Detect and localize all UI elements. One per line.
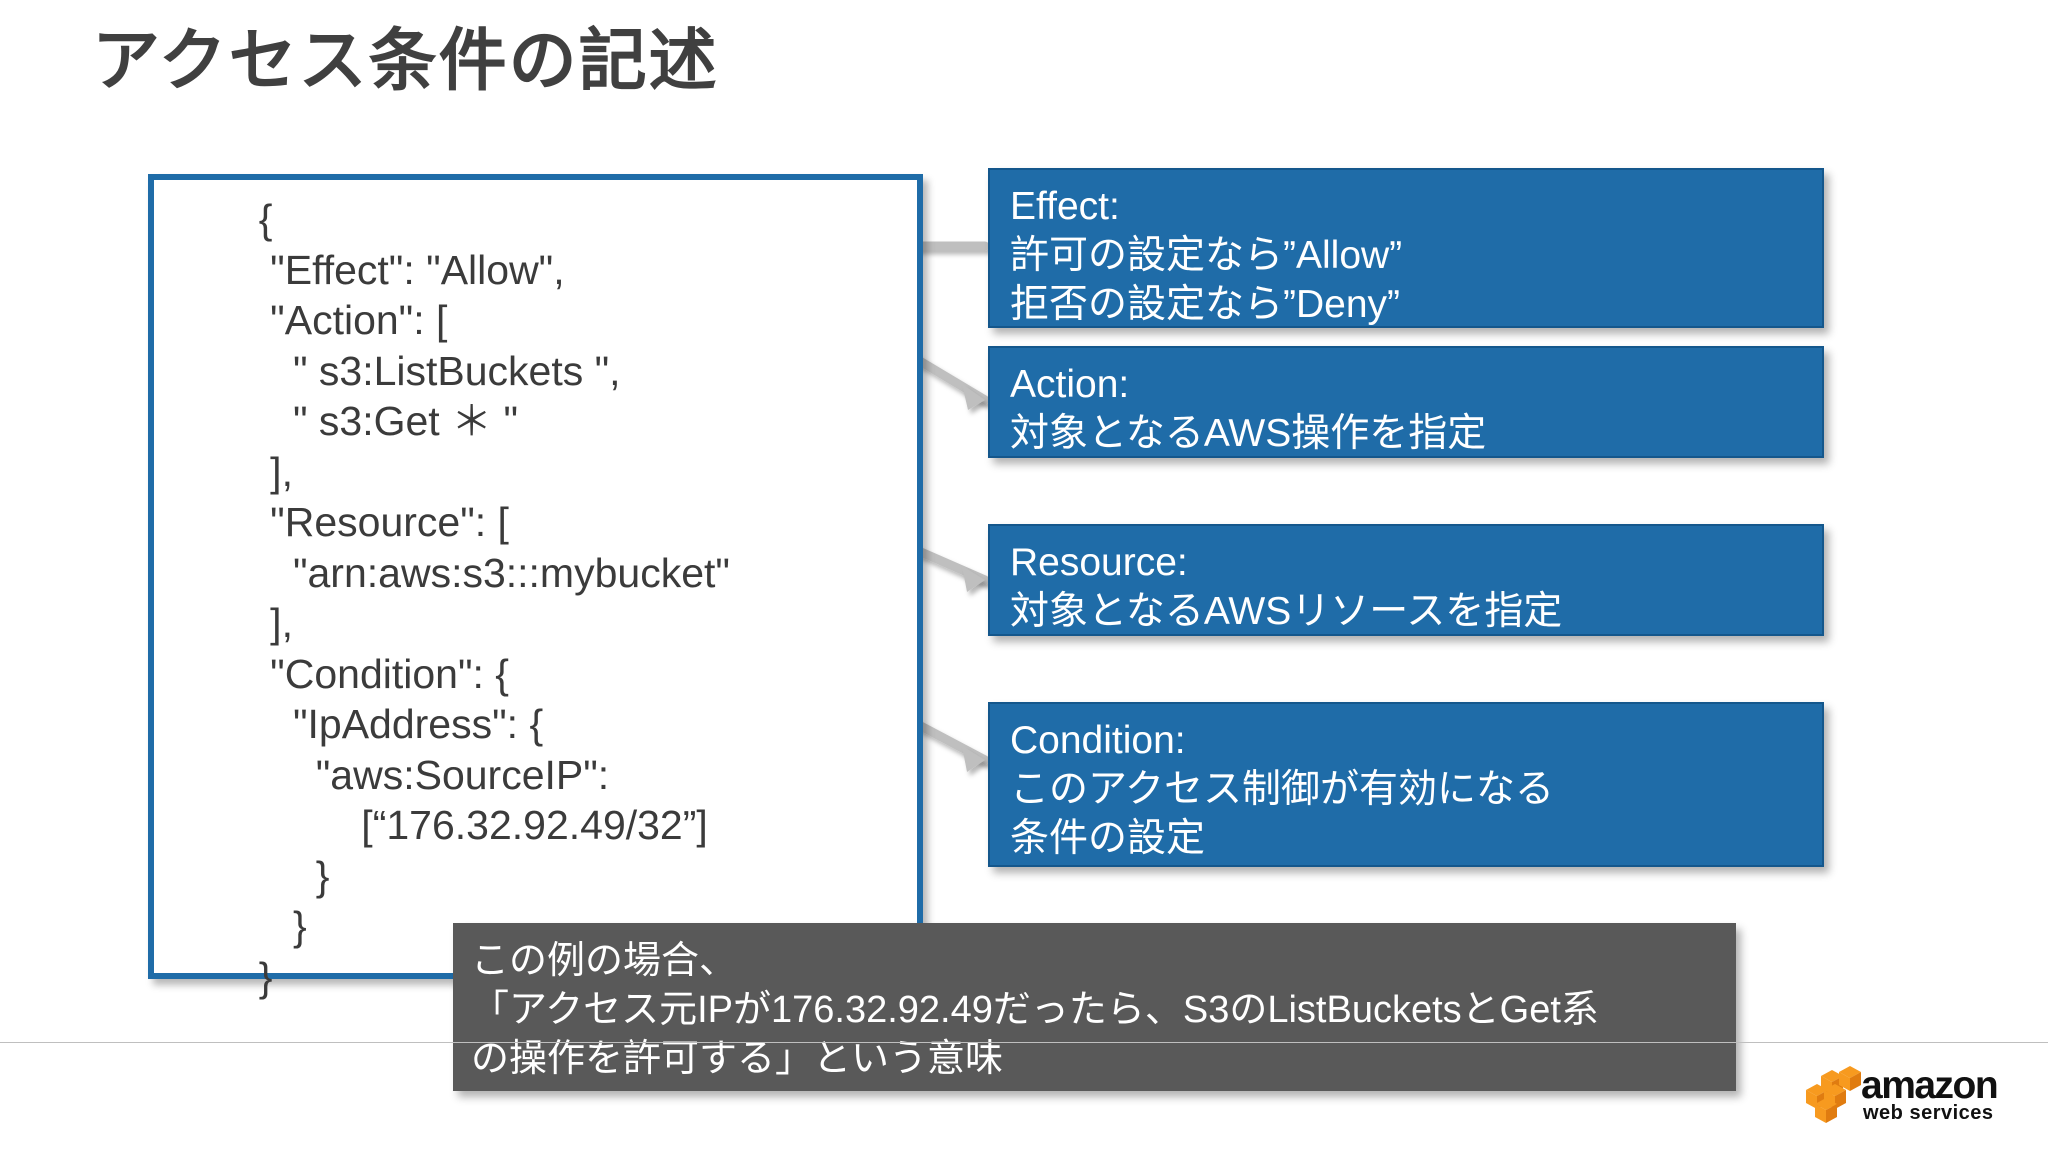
callout-condition-line-2: 条件の設定 [1010,817,1206,860]
aws-logo-subtext: web services [1863,1102,1994,1124]
page-title: アクセス条件の記述 [92,23,719,99]
code-line: } [236,953,273,1000]
aws-cubes-icon [1806,1066,1861,1123]
callout-condition-line-1: このアクセス制御が有効になる [1010,768,1555,811]
policy-json-text: { "Effect": "Allow", "Action": [ " s3:Li… [236,194,730,1002]
policy-code-panel: { "Effect": "Allow", "Action": [ " s3:Li… [148,174,923,1000]
callout-effect-line-1: 許可の設定なら”Allow” [1010,234,1403,277]
code-line: } [236,852,330,899]
code-line: "Effect": "Allow", [236,246,565,293]
code-line: ], [236,600,293,646]
code-line: "arn:aws:s3:::mybucket" [236,549,730,596]
callout-condition-title: Condition: [1010,719,1186,762]
callout-action: Action: 対象となるAWS操作を指定 [988,346,1824,458]
callout-resource-line-1: 対象となるAWSリソースを指定 [1010,590,1563,633]
code-line: " s3:ListBuckets ", [236,347,621,394]
code-line: [“176.32.92.49/32”] [236,802,708,848]
footer-divider [0,1042,2048,1043]
code-line: "Condition": { [236,650,509,697]
summary-line-1: この例の場合、 [471,940,738,982]
callout-condition: Condition: このアクセス制御が有効になる 条件の設定 [988,702,1824,867]
aws-logo: amazon web services [1805,1058,1999,1136]
code-line: "IpAddress": { [236,701,544,747]
callout-action-line-1: 対象となるAWS操作を指定 [1010,412,1487,455]
callout-resource: Resource: 対象となるAWSリソースを指定 [988,524,1824,636]
code-line: { [236,196,273,242]
callout-resource-title: Resource: [1010,541,1188,584]
code-line: "aws:SourceIP": [236,751,610,798]
summary-callout: この例の場合、 「アクセス元IPが176.32.92.49だったら、S3のLis… [453,923,1736,1091]
callout-effect: Effect: 許可の設定なら”Allow” 拒否の設定なら”Deny” [988,168,1824,328]
code-line: "Action": [ [236,297,448,343]
code-line: " s3:Get ＊ " [236,398,519,444]
aws-logo-wordmark: amazon [1861,1064,1999,1107]
callout-action-title: Action: [1010,363,1130,406]
callout-effect-line-2: 拒否の設定なら”Deny” [1010,283,1401,326]
summary-line-2: 「アクセス元IPが176.32.92.49だったら、S3のListBuckets… [471,989,1599,1031]
code-line: } [236,903,307,949]
summary-line-3: の操作を許可する」という意味 [471,1038,1004,1080]
code-line: ], [236,448,293,495]
code-line: "Resource": [ [236,499,509,545]
callout-effect-title: Effect: [1010,185,1120,228]
